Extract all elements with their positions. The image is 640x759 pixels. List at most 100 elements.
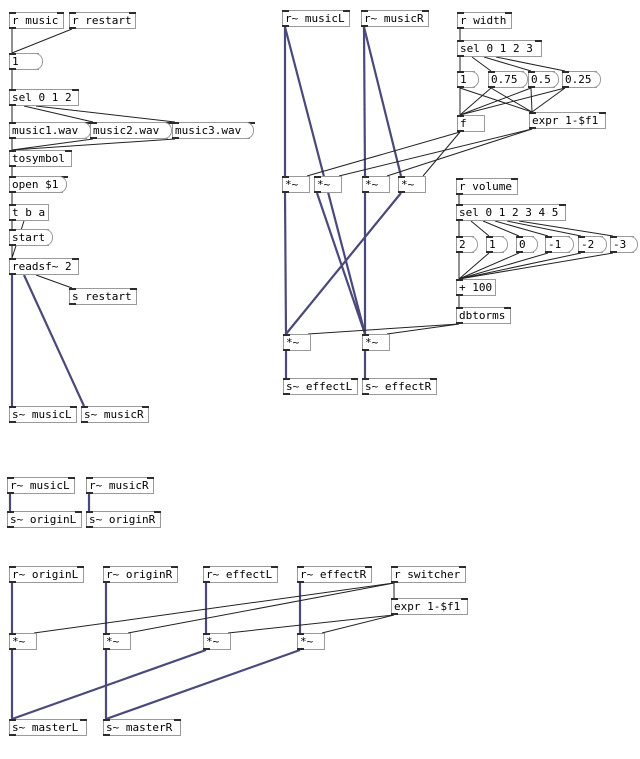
- outlet[interactable]: [69, 303, 76, 305]
- pd-msg-n05[interactable]: 0.5: [528, 71, 559, 88]
- control-cord[interactable]: [321, 614, 395, 634]
- control-cord[interactable]: [518, 220, 614, 237]
- pd-msg-v1[interactable]: 1: [486, 236, 508, 253]
- inlet[interactable]: [391, 566, 398, 568]
- outlet[interactable]: [398, 191, 405, 193]
- pd-obj-mulj[interactable]: *~: [297, 633, 325, 650]
- pd-msg-vm2[interactable]: -2: [578, 236, 607, 253]
- inlet[interactable]: [174, 719, 181, 721]
- inlet[interactable]: [130, 288, 137, 290]
- outlet[interactable]: [456, 251, 463, 253]
- control-cord[interactable]: [227, 614, 395, 634]
- control-cord[interactable]: [386, 128, 533, 177]
- outlet[interactable]: [529, 127, 536, 129]
- pd-obj-expr-s[interactable]: expr 1-$f1: [391, 598, 468, 615]
- inlet[interactable]: [90, 122, 97, 124]
- pd-obj-s-effectr[interactable]: s~ effectR: [362, 378, 437, 395]
- outlet[interactable]: [545, 251, 552, 253]
- inlet[interactable]: [457, 71, 464, 73]
- inlet[interactable]: [103, 633, 110, 635]
- pd-msg-open[interactable]: open $1: [9, 176, 68, 193]
- pd-obj-tosymbol[interactable]: tosymbol: [9, 150, 72, 167]
- control-cord[interactable]: [306, 131, 461, 177]
- outlet[interactable]: [9, 648, 16, 650]
- inlet[interactable]: [9, 122, 16, 124]
- control-cord[interactable]: [458, 252, 614, 280]
- pd-obj-r-originl[interactable]: r~ originL: [9, 566, 84, 583]
- pd-obj-readsf[interactable]: readsf~ 2: [9, 258, 79, 275]
- inlet[interactable]: [203, 566, 210, 568]
- control-cord[interactable]: [458, 252, 582, 280]
- inlet[interactable]: [459, 566, 466, 568]
- pd-msg-vm3[interactable]: -3: [610, 236, 638, 253]
- pd-obj-r-music[interactable]: r music: [9, 12, 64, 29]
- inlet[interactable]: [391, 598, 398, 600]
- control-cord[interactable]: [495, 56, 566, 72]
- inlet[interactable]: [61, 176, 68, 178]
- inlet[interactable]: [9, 633, 16, 635]
- pd-msg-n025[interactable]: 0.25: [562, 71, 601, 88]
- pd-obj-muli[interactable]: *~: [203, 633, 231, 650]
- outlet[interactable]: [9, 27, 16, 29]
- inlet[interactable]: [68, 477, 75, 479]
- control-cord[interactable]: [422, 131, 461, 177]
- inlet[interactable]: [77, 566, 84, 568]
- pd-obj-mulh[interactable]: *~: [103, 633, 131, 650]
- inlet[interactable]: [103, 719, 110, 721]
- control-cord[interactable]: [458, 252, 520, 280]
- inlet[interactable]: [9, 719, 16, 721]
- inlet[interactable]: [545, 236, 552, 238]
- inlet[interactable]: [69, 288, 76, 290]
- outlet[interactable]: [9, 191, 16, 193]
- signal-cord[interactable]: [315, 192, 367, 335]
- inlet[interactable]: [578, 236, 585, 238]
- inlet[interactable]: [172, 122, 179, 124]
- pd-msg-start[interactable]: start: [9, 229, 53, 246]
- outlet[interactable]: [81, 421, 88, 423]
- outlet[interactable]: [69, 27, 76, 29]
- inlet[interactable]: [75, 511, 82, 513]
- inlet[interactable]: [456, 279, 463, 281]
- inlet[interactable]: [9, 12, 16, 14]
- pd-msg-msg1[interactable]: 1: [9, 53, 43, 70]
- inlet[interactable]: [166, 122, 173, 124]
- control-cord[interactable]: [459, 87, 566, 116]
- pd-obj-r-switcher[interactable]: r switcher: [391, 566, 466, 583]
- control-cord[interactable]: [471, 56, 492, 72]
- control-cord[interactable]: [386, 323, 460, 335]
- pd-obj-s-restart[interactable]: s restart: [69, 288, 137, 305]
- inlet[interactable]: [457, 40, 464, 42]
- inlet[interactable]: [7, 477, 14, 479]
- inlet[interactable]: [456, 236, 463, 238]
- inlet[interactable]: [362, 334, 369, 336]
- outlet[interactable]: [297, 648, 304, 650]
- pd-obj-mula[interactable]: *~: [282, 176, 310, 193]
- outlet[interactable]: [314, 191, 321, 193]
- pd-msg-v2[interactable]: 2: [456, 236, 478, 253]
- outlet[interactable]: [362, 393, 369, 395]
- inlet[interactable]: [86, 477, 93, 479]
- inlet[interactable]: [430, 378, 437, 380]
- control-cord[interactable]: [11, 138, 94, 151]
- inlet[interactable]: [422, 10, 429, 12]
- inlet[interactable]: [283, 334, 290, 336]
- inlet[interactable]: [72, 258, 79, 260]
- outlet[interactable]: [203, 581, 210, 583]
- control-cord[interactable]: [11, 138, 176, 151]
- pd-obj-r-effectr[interactable]: r~ effectR: [297, 566, 372, 583]
- outlet[interactable]: [457, 86, 464, 88]
- control-cord[interactable]: [470, 220, 490, 237]
- pd-obj-s-musicr[interactable]: s~ musicR: [81, 406, 149, 423]
- control-cord[interactable]: [483, 56, 532, 72]
- inlet[interactable]: [9, 406, 16, 408]
- inlet[interactable]: [297, 566, 304, 568]
- pd-obj-r-musicl2[interactable]: r~ musicL: [7, 477, 75, 494]
- signal-cord[interactable]: [11, 648, 207, 721]
- pd-obj-s-originl[interactable]: s~ originL: [7, 511, 82, 528]
- pd-obj-r-effectl[interactable]: r~ effectL: [203, 566, 278, 583]
- pd-obj-mulc[interactable]: *~: [362, 176, 390, 193]
- inlet[interactable]: [297, 633, 304, 635]
- control-cord[interactable]: [490, 87, 533, 113]
- outlet[interactable]: [7, 492, 14, 494]
- outlet[interactable]: [562, 86, 569, 88]
